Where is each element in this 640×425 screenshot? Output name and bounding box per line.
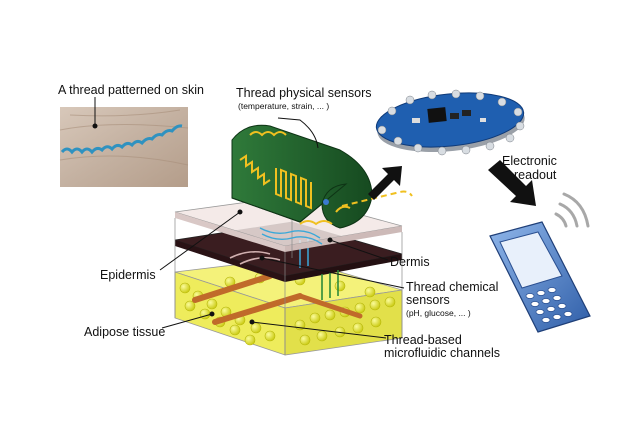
arrow-to-phone: [488, 160, 536, 206]
dermis-front: [175, 240, 285, 282]
label-physical-sensors: Thread physical sensors: [236, 86, 372, 100]
microfluidic-channels: [192, 273, 363, 325]
label-chemical-sensors-sub: (pH, glucose, ... ): [406, 308, 471, 318]
label-physical-sensors-sub: (temperature, strain, ... ): [238, 101, 330, 111]
tissue-block: [174, 195, 403, 356]
serpentine-trace-1: [239, 154, 271, 186]
label-thread-on-skin: A thread patterned on skin: [58, 83, 204, 97]
blue-threads: [259, 227, 323, 245]
wireless-signal-icon: [554, 192, 590, 228]
circular-electronics-board-icon: [375, 89, 525, 156]
epidermis-side: [285, 226, 402, 252]
dermis-side: [285, 254, 402, 282]
label-chemical-sensors-2: sensors: [406, 293, 450, 307]
label-epidermis: Epidermis: [100, 268, 156, 282]
arrow-to-board: [368, 166, 402, 200]
label-adipose-tissue: Adipose tissue: [84, 325, 166, 339]
label-microfluidic-1: Thread-based: [384, 333, 462, 347]
sensor-patch: [231, 124, 413, 229]
epidermis-front: [175, 212, 285, 252]
serpentine-trace-2: [275, 168, 312, 210]
label-dermis: Dermis: [390, 255, 430, 269]
skin-photo: [59, 107, 189, 187]
mobile-phone-icon: [489, 221, 591, 333]
label-electronic-readout-2: readout: [514, 168, 557, 182]
black-arrow-icon: [368, 160, 536, 206]
leader-lines: [159, 117, 405, 339]
label-chemical-sensors-1: Thread chemical: [406, 280, 499, 294]
label-electronic-readout-1: Electronic: [502, 154, 557, 168]
thread-stitch: [60, 124, 183, 155]
label-microfluidic-2: microfluidic channels: [384, 346, 501, 360]
